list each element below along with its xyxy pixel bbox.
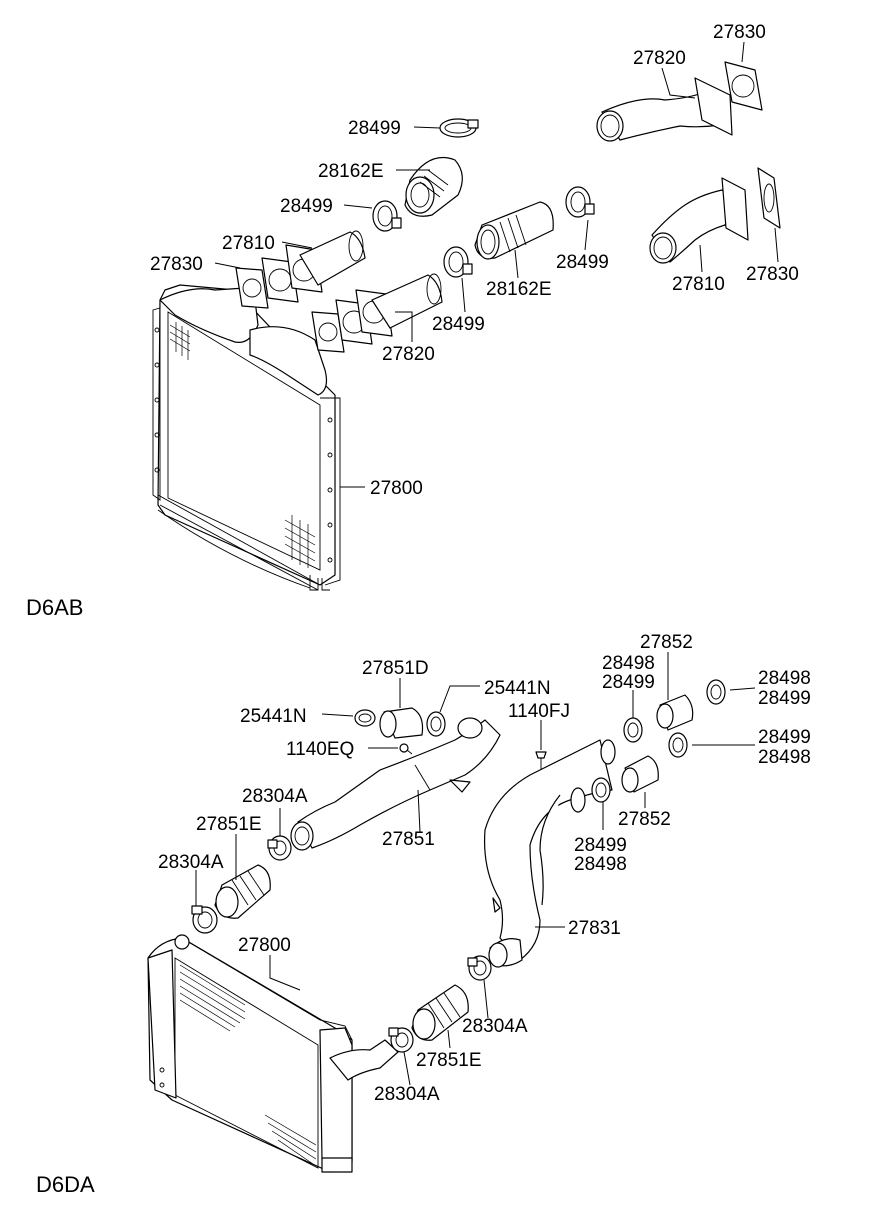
top-assembly: 27830 27820 28499 28162E 28499 27810 278… [26, 22, 799, 620]
label-28162E: 28162E [486, 279, 552, 300]
label-1140FJ: 1140FJ [508, 701, 570, 722]
label-28304A: 28304A [242, 786, 308, 807]
hose-28162E-top-b [474, 201, 554, 260]
clamp-28499-28498-mid-right [668, 732, 688, 758]
hose-27851E-bottom-a [214, 864, 271, 919]
leaders-top [214, 41, 779, 488]
pipe-27820-top-upper [596, 77, 733, 142]
label-28304A: 28304A [374, 1084, 440, 1105]
bolt-1140EQ [399, 743, 413, 755]
pipe-27851-bottom [290, 717, 501, 851]
label-27820: 27820 [633, 48, 686, 69]
pipe-27820-top-lower [371, 273, 443, 329]
label-28304A: 28304A [158, 852, 224, 873]
label-28304A: 28304A [462, 1016, 528, 1037]
labels-top: 27830 27820 28499 28162E 28499 27810 278… [26, 22, 799, 620]
label-28499: 28499 [432, 314, 485, 335]
label-27810: 27810 [222, 233, 275, 254]
label-27851E: 27851E [416, 1050, 482, 1071]
label-28499: 28499 [602, 672, 655, 693]
label-28498: 28498 [758, 668, 811, 689]
clamp-28499-top-b [372, 200, 402, 232]
label-1140EQ: 1140EQ [286, 739, 354, 760]
label-28499: 28499 [758, 688, 811, 709]
label-28499: 28499 [280, 196, 333, 217]
clamp-28499-top-d [565, 186, 595, 218]
label-28499: 28499 [574, 835, 627, 856]
clamp-28498-28499-upper-right [706, 679, 726, 705]
gasket-27830-top-upper [724, 61, 763, 111]
label-25441N: 25441N [484, 678, 551, 699]
clamp-28304A-bottom-a [191, 905, 218, 934]
label-27830: 27830 [713, 22, 766, 43]
label-28498: 28498 [574, 854, 627, 875]
clamp-28304A-bottom-b [267, 835, 292, 861]
intercooler-core-top [152, 284, 341, 591]
section-label-d6ab: D6AB [26, 595, 83, 620]
hose-27851E-bottom-b [411, 984, 469, 1041]
leaders-bottom [195, 652, 756, 1086]
pipe-27831-bottom [483, 739, 616, 968]
label-28162E: 28162E [318, 161, 384, 182]
gasket-27830-top-right [757, 167, 781, 229]
label-27830: 27830 [150, 254, 203, 275]
label-27810: 27810 [672, 274, 725, 295]
hose-27852-upper [656, 694, 694, 731]
label-28498: 28498 [758, 747, 811, 768]
clamp-25441N-b [426, 711, 446, 737]
clamp-28304A-bottom-d [388, 1027, 414, 1053]
pipe-27810-top-right [649, 177, 749, 264]
clamp-28304A-bottom-c [467, 955, 492, 981]
label-27820: 27820 [382, 344, 435, 365]
label-27852: 27852 [640, 632, 693, 653]
hose-28162E-top-a [404, 156, 463, 217]
clamp-25441N-a [354, 709, 376, 727]
label-25441N: 25441N [240, 706, 307, 727]
label-27851D: 27851D [362, 658, 429, 679]
clamp-28499-top-c [443, 246, 473, 278]
labels-bottom: 27852 28498 28499 28498 28499 27851D 254… [36, 632, 811, 1197]
label-28499: 28499 [556, 252, 609, 273]
clamp-28499-28498-lower [591, 777, 611, 803]
hose-27851D [379, 707, 424, 739]
label-27800: 27800 [238, 935, 291, 956]
label-28499: 28499 [758, 727, 811, 748]
bottom-assembly: 27852 28498 28499 28498 28499 27851D 254… [36, 632, 811, 1197]
clamp-28499-top-a [439, 118, 479, 138]
clamp-28498-28499-right-a [623, 717, 643, 743]
label-28498: 28498 [602, 653, 655, 674]
label-28499: 28499 [348, 118, 401, 139]
section-label-d6da: D6DA [36, 1172, 95, 1197]
label-27851E: 27851E [196, 814, 262, 835]
intercooler-core-bottom [147, 934, 399, 1173]
label-27851: 27851 [382, 829, 435, 850]
label-27852: 27852 [618, 809, 671, 830]
label-27831: 27831 [568, 918, 621, 939]
label-27800: 27800 [370, 478, 423, 499]
hose-27852-lower [621, 755, 659, 793]
pipe-27810-top [299, 230, 366, 286]
label-27830: 27830 [746, 264, 799, 285]
